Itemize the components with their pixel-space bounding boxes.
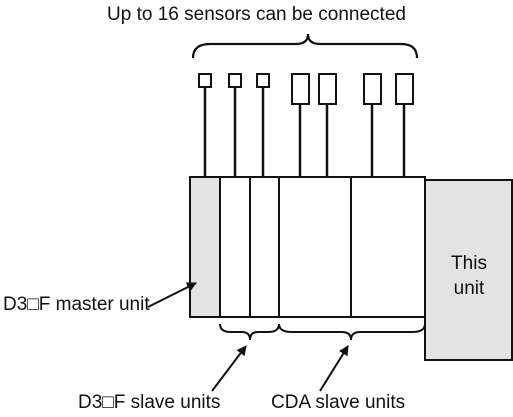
master-unit-arrow [147, 282, 197, 308]
cda-slave-units-label: CDA slave units [271, 392, 406, 413]
cda-slave-unit-1 [278, 176, 352, 318]
d3f-slave-units-label: D3□F slave units [78, 392, 221, 413]
master-unit-label: D3□F master unit [3, 294, 150, 315]
cda-slave-arrow [319, 345, 349, 392]
d3f-slave-brace [219, 323, 280, 341]
d3f-master-unit [189, 176, 221, 318]
top-brace [191, 33, 419, 59]
sensor-capacity-caption: Up to 16 sensors can be connected [107, 4, 406, 25]
cda-slave-unit-2 [350, 176, 426, 318]
this-unit-label: This unit [425, 251, 513, 301]
d3f-slave-unit-1 [219, 176, 251, 318]
sensor-d3f-2 [228, 73, 242, 88]
sensor-d3f-1 [198, 73, 212, 88]
this-unit-label-line2: unit [453, 278, 485, 299]
this-unit [424, 179, 513, 361]
sensor-cda-2 [318, 73, 337, 105]
cda-sensors [291, 73, 414, 177]
sensor-cda-1 [291, 73, 310, 105]
this-unit-label-line1: This [451, 253, 487, 274]
d3f-slave-arrow [211, 345, 247, 392]
sensor-cda-4 [395, 73, 414, 105]
sensor-cda-3 [363, 73, 382, 105]
sensor-d3f-3 [256, 73, 270, 88]
cda-slave-brace [278, 323, 426, 341]
d3f-sensors [198, 73, 270, 177]
d3f-slave-unit-2 [249, 176, 280, 318]
